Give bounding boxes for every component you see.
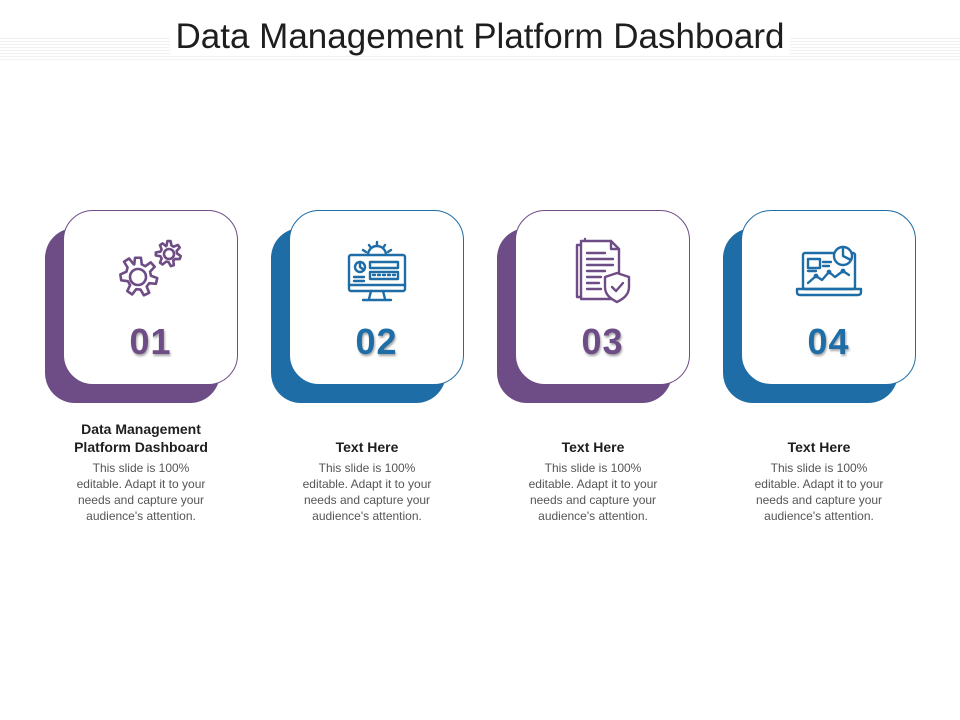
- step-card-4-face: 04: [741, 210, 916, 385]
- step-number-1: 01: [129, 321, 172, 362]
- step-card-1-face: 01: [63, 210, 238, 385]
- step-heading-3: Text Here: [561, 439, 625, 455]
- step-number-2: 02: [355, 321, 398, 362]
- step-number-3: 03: [581, 321, 624, 362]
- step-heading-1: Data Management Platform Dashboard: [74, 421, 208, 455]
- step-card-4: 04: [723, 210, 933, 410]
- step-caption-4: Text Here This slide is 100% editable. A…: [734, 438, 904, 524]
- step-caption-3: Text Here This slide is 100% editable. A…: [508, 438, 678, 524]
- step-number-4: 04: [807, 321, 850, 362]
- laptop-analytics-icon: [795, 245, 862, 297]
- step-card-3: 03: [497, 210, 707, 410]
- step-body-4: This slide is 100% editable. Adapt it to…: [754, 461, 884, 523]
- step-heading-4: Text Here: [787, 439, 851, 455]
- step-card-1: 01: [45, 210, 255, 410]
- step-card-2: 02: [271, 210, 481, 410]
- step-body-2: This slide is 100% editable. Adapt it to…: [302, 461, 432, 523]
- step-card-3-face: 03: [515, 210, 690, 385]
- gears-icon: [118, 239, 182, 297]
- monitor-dashboard-icon: [347, 240, 406, 302]
- page-title-text: Data Management Platform Dashboard: [169, 17, 791, 56]
- step-body-3: This slide is 100% editable. Adapt it to…: [528, 461, 658, 523]
- step-card-2-face: 02: [289, 210, 464, 385]
- step-caption-1: Data Management Platform Dashboard This …: [56, 420, 226, 524]
- document-shield-icon: [575, 237, 630, 304]
- step-body-1: This slide is 100% editable. Adapt it to…: [76, 461, 206, 523]
- step-caption-2: Text Here This slide is 100% editable. A…: [282, 438, 452, 524]
- page-title: Data Management Platform Dashboard: [0, 14, 960, 60]
- step-heading-2: Text Here: [335, 439, 399, 455]
